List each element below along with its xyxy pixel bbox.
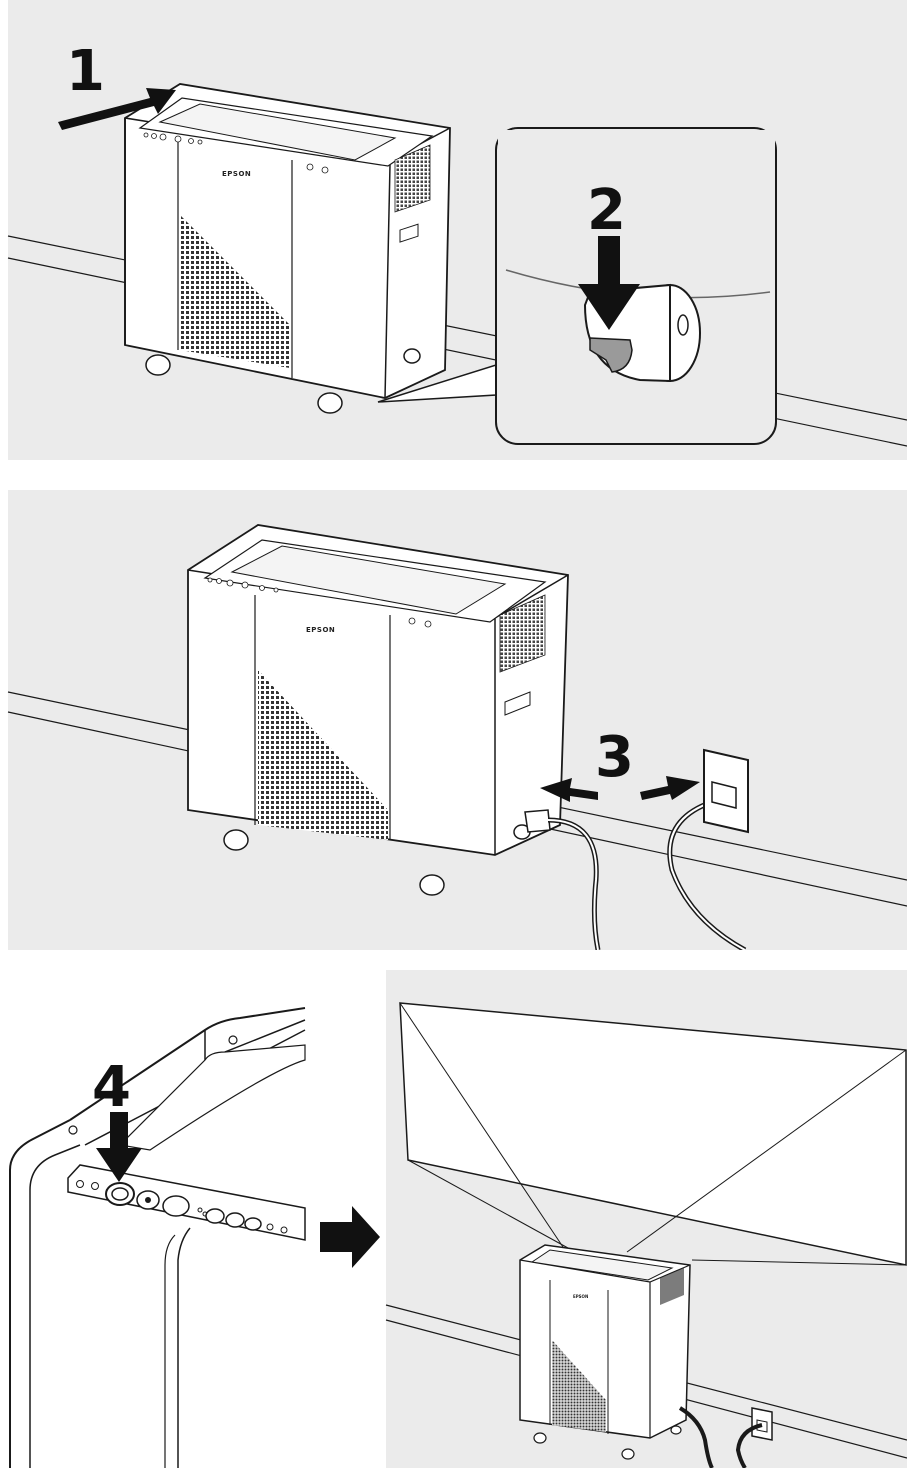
wall-outlet-icon (704, 750, 748, 832)
step-1-2-illustration: EPSON 1 2 (0, 0, 907, 460)
step-3-illustration: EPSON 3 (0, 480, 907, 950)
step-3-number: 3 (595, 725, 634, 790)
brand-label-small: EPSON (573, 1294, 588, 1299)
step-4-overlay: EPSON (0, 960, 907, 1468)
step-1-number: 1 (66, 39, 105, 104)
wall-outlet-icon (752, 1408, 772, 1440)
brand-label: EPSON (306, 626, 335, 634)
projector-on-floor: EPSON (520, 1245, 690, 1459)
step-2-number: 2 (587, 178, 626, 243)
caster-lock-inset: 2 (496, 128, 776, 444)
power-inlet (525, 810, 550, 832)
step-3-panel: EPSON 3 (0, 480, 907, 950)
brand-label: EPSON (222, 170, 251, 178)
step-1-2-panel: EPSON 1 2 (0, 0, 907, 460)
